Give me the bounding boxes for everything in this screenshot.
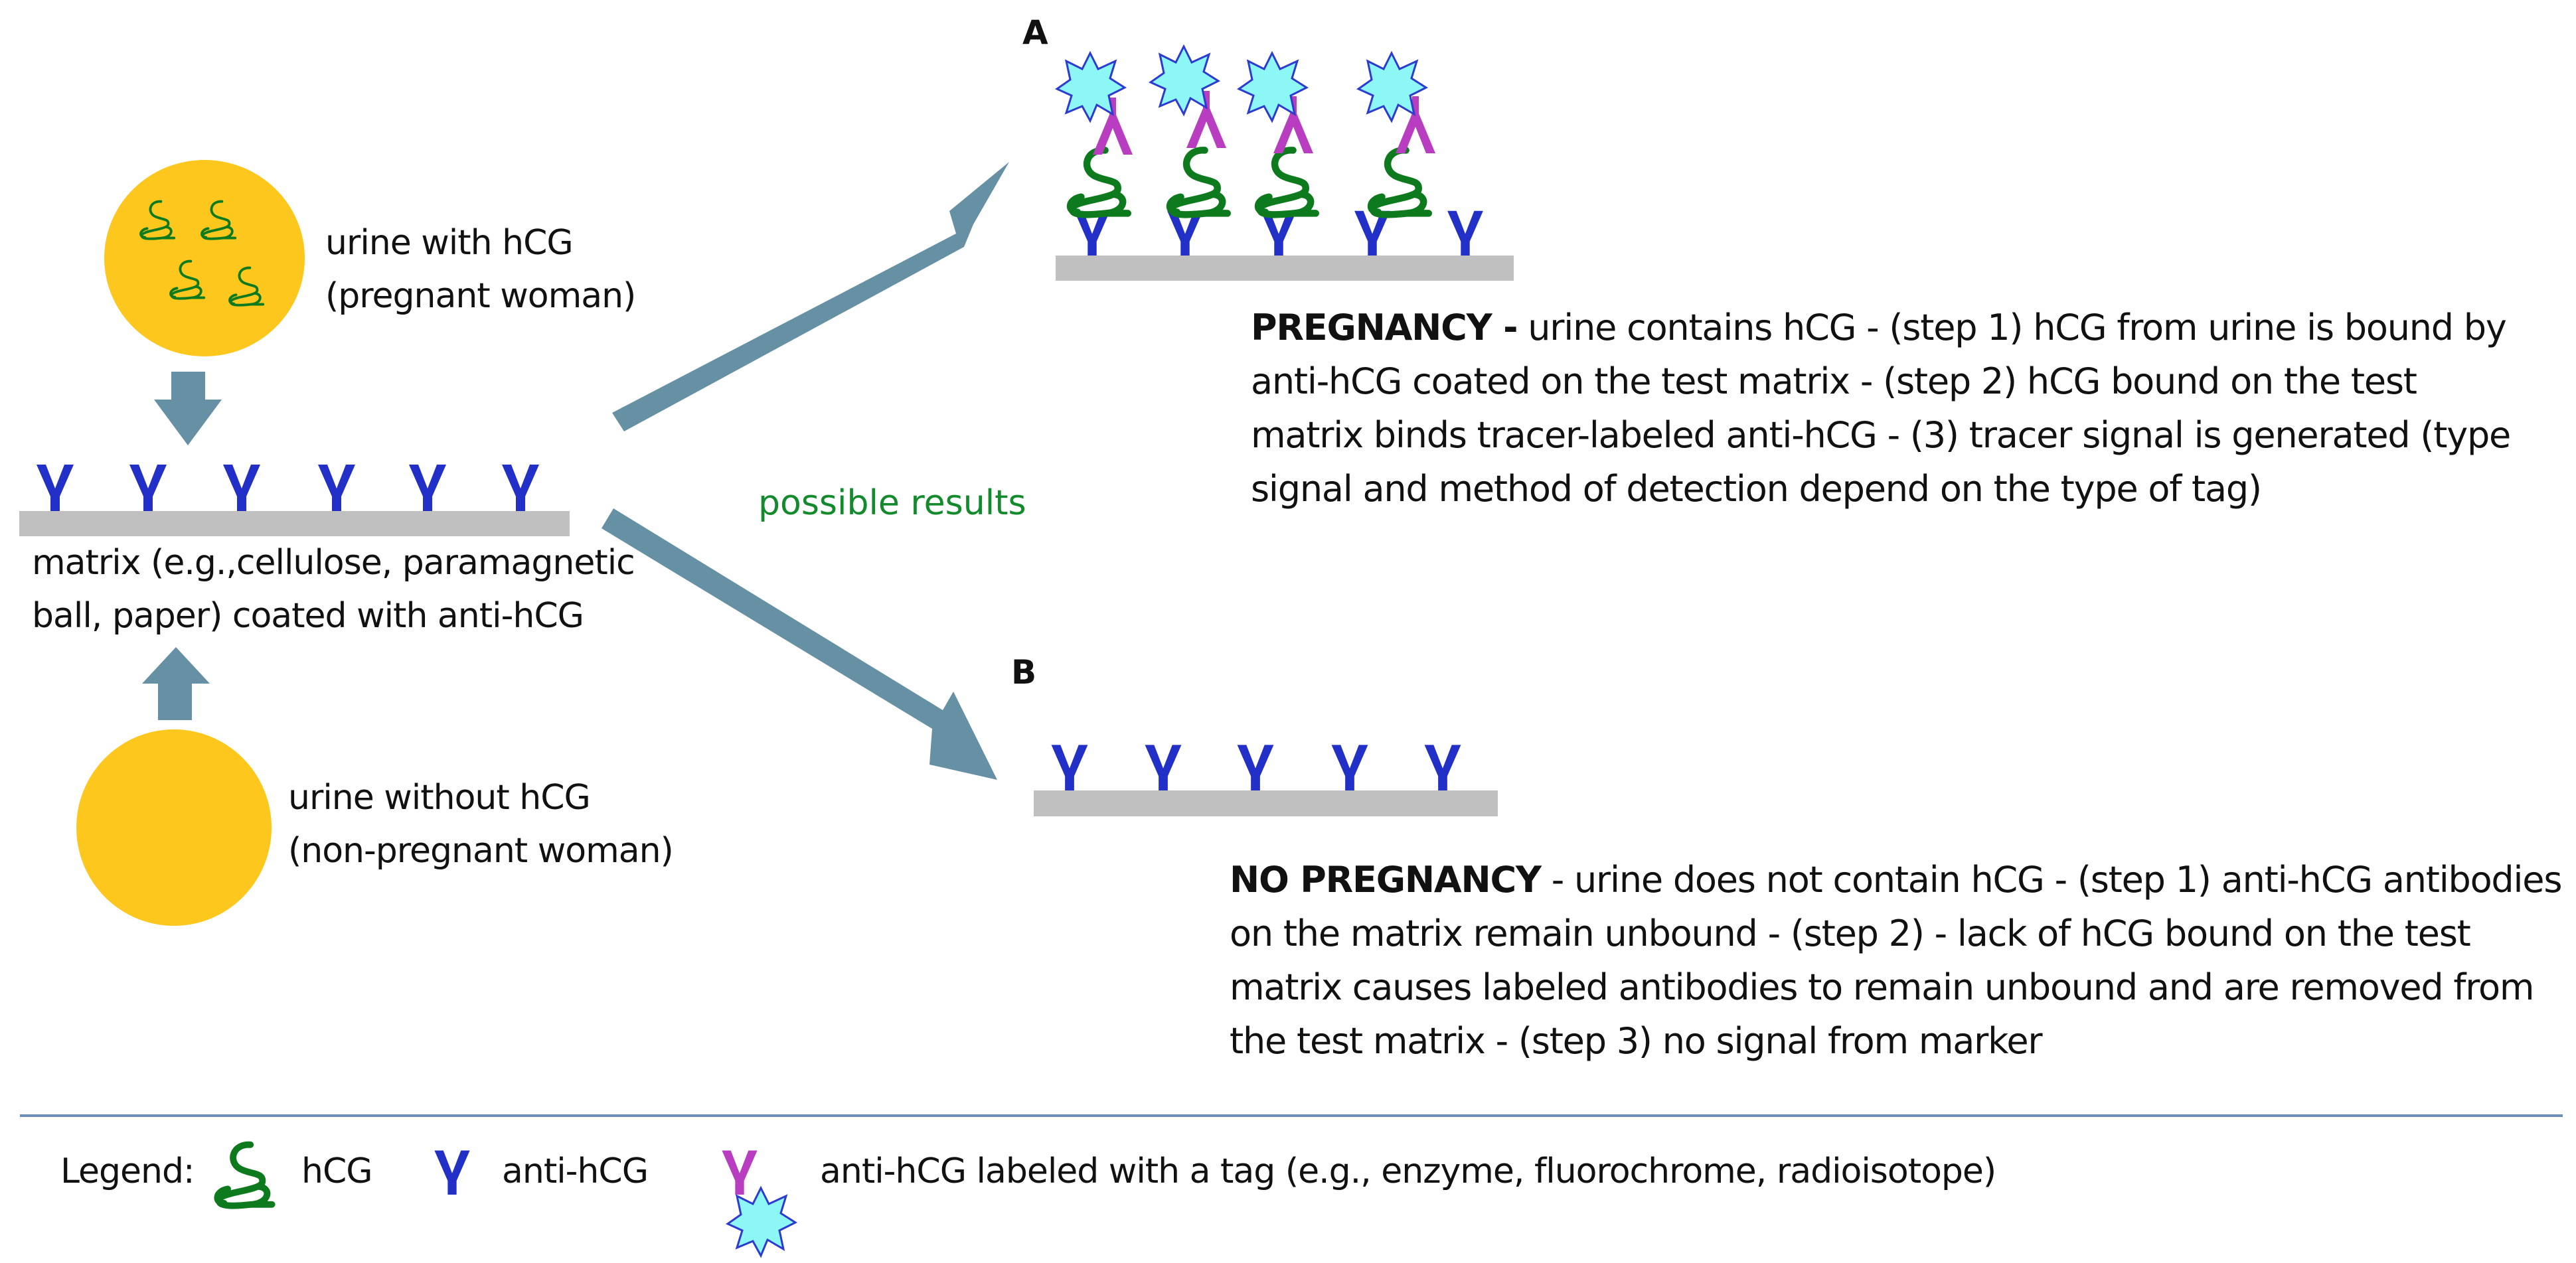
urine-nonpregnant-line2: (non-pregnant woman) <box>288 831 674 871</box>
urine-nonpregnant-circle <box>76 729 272 926</box>
labeled-antibody-icon <box>1396 96 1435 153</box>
matrix-label: matrix (e.g.,cellulose, paramagnetic bal… <box>32 536 635 642</box>
antibody-icon <box>1447 210 1483 256</box>
panel-b-graphic <box>1051 745 1461 790</box>
urine-pregnant-line2: (pregnant woman) <box>325 276 636 316</box>
tag-star-icon <box>1236 50 1309 123</box>
panel-b-line-1: NO PREGNANCY - urine does not contain hC… <box>1230 853 2563 907</box>
labeled-antibody-icon <box>1186 91 1226 148</box>
tag-star-icon <box>1054 50 1127 123</box>
panel-a-line-1: PREGNANCY - urine contains hCG - (step 1… <box>1251 301 2510 354</box>
matrix-antibodies <box>37 465 539 511</box>
antibody-icon <box>409 465 446 511</box>
legend-divider <box>20 1114 2563 1117</box>
antibody-icon <box>502 465 539 511</box>
urine-nonpregnant-label: urine without hCG (non-pregnant woman) <box>288 771 674 877</box>
panel-b-line-1-text: - urine does not contain hCG - (step 1) … <box>1540 859 2563 901</box>
hcg-coil-icon <box>169 260 206 300</box>
panel-a-line-1-text: urine contains hCG - (step 1) hCG from u… <box>1517 307 2507 348</box>
urine-pregnant-label: urine with hCG (pregnant woman) <box>325 216 636 323</box>
matrix-bar <box>19 511 570 536</box>
hcg-coil-icon <box>1066 147 1132 218</box>
antibody-icon <box>1424 745 1461 790</box>
panel-a-matrix-bar <box>1056 256 1514 281</box>
urine-pregnant-line1: urine with hCG <box>325 223 574 263</box>
antibody-icon <box>1074 210 1110 256</box>
panel-b-description: NO PREGNANCY - urine does not contain hC… <box>1230 853 2563 1068</box>
hcg-coil-icon <box>1166 147 1232 218</box>
antibody-icon <box>223 465 260 511</box>
hcg-coil-icon <box>1367 147 1433 218</box>
tag-star-icon <box>1356 50 1429 123</box>
legend-labeled-antibody-icon <box>722 1150 758 1195</box>
possible-results-label: possible results <box>758 483 1026 523</box>
hcg-coil-icon <box>228 266 265 307</box>
antibody-icon <box>1261 210 1297 256</box>
antibody-icon <box>1051 745 1088 790</box>
down-arrow <box>154 372 222 445</box>
hcg-coil-icon <box>201 200 237 240</box>
panel-b-line-2: on the matrix remain unbound - (step 2) … <box>1230 913 2471 954</box>
antibody-icon <box>1145 745 1182 790</box>
legend-hcg-coil-icon <box>214 1141 276 1209</box>
panel-a-description: PREGNANCY - urine contains hCG - (step 1… <box>1251 301 2511 516</box>
panel-b-line-4: the test matrix - (step 3) no signal fro… <box>1230 1020 2043 1062</box>
hcg-coil-icon <box>1254 147 1320 218</box>
panel-b-line-3: matrix causes labeled antibodies to rema… <box>1230 966 2534 1008</box>
antibody-icon <box>318 465 355 511</box>
legend-hcg-label: hCG <box>301 1152 373 1191</box>
antibody-icon <box>37 465 74 511</box>
legend-antibody-icon <box>434 1150 470 1195</box>
antibody-icon <box>1331 745 1368 790</box>
matrix-line1: matrix (e.g.,cellulose, paramagnetic <box>32 543 635 583</box>
legend-labeled-antibody-label: anti-hCG labeled with a tag (e.g., enzym… <box>820 1152 1996 1191</box>
panel-a-line-4: signal and method of detection depend on… <box>1251 468 2262 510</box>
panel-a-label: A <box>1022 13 1048 52</box>
panel-b-matrix-bar <box>1034 790 1498 816</box>
panel-a-title: PREGNANCY - <box>1251 307 1518 348</box>
legend-antibody-label: anti-hCG <box>502 1152 649 1191</box>
legend-tag-star-icon <box>725 1185 798 1258</box>
urine-nonpregnant-line1: urine without hCG <box>288 778 591 818</box>
panel-b-label: B <box>1011 653 1037 692</box>
urine-hcg-coils <box>139 200 265 307</box>
panel-a-line-2: anti-hCG coated on the test matrix - (st… <box>1251 360 2417 402</box>
panel-a-graphic <box>1054 44 1483 256</box>
arrow-to-panel-a <box>612 162 1009 431</box>
antibody-icon <box>1354 210 1390 256</box>
tag-star-icon <box>1148 44 1221 117</box>
antibody-icon <box>1237 745 1274 790</box>
urine-pregnant-circle <box>104 160 305 356</box>
antibody-icon <box>1167 210 1203 256</box>
panel-b-title: NO PREGNANCY <box>1230 859 1542 901</box>
labeled-antibody-icon <box>1273 96 1313 153</box>
matrix-line2: ball, paper) coated with anti-hCG <box>32 596 584 636</box>
antibody-icon <box>129 465 167 511</box>
up-arrow <box>142 647 210 720</box>
hcg-coil-icon <box>139 200 176 240</box>
panel-a-line-3: matrix binds tracer-labeled anti-hCG - (… <box>1251 414 2511 456</box>
legend-icons <box>214 1141 798 1258</box>
arrow-to-panel-b <box>602 508 997 780</box>
legend-title: Legend: <box>60 1152 195 1191</box>
labeled-antibody-icon <box>1093 98 1133 155</box>
